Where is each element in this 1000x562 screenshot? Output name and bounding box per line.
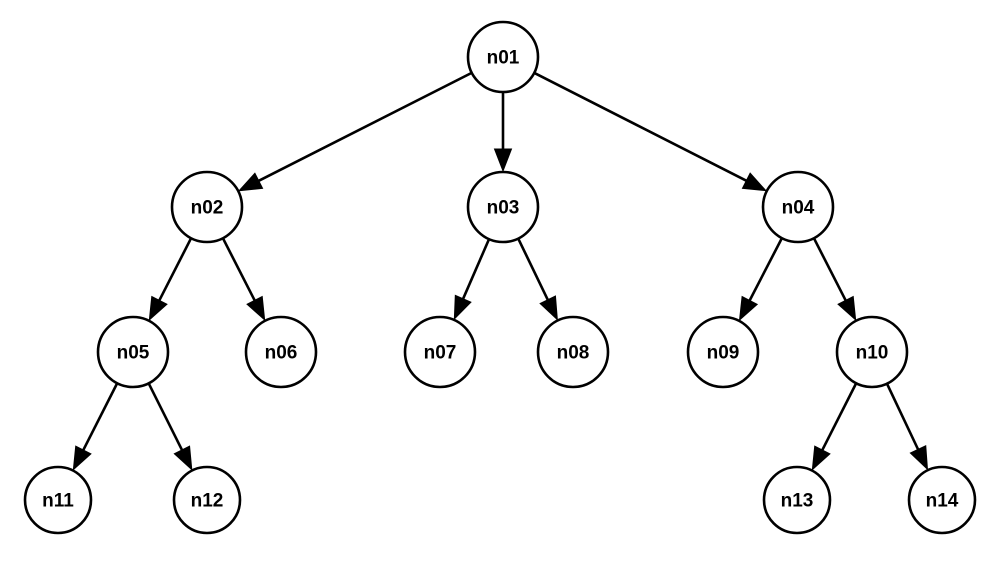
edge-line	[147, 383, 184, 451]
edge-line	[222, 238, 256, 301]
tree-edge-n03-n08	[517, 238, 558, 321]
arrowhead-icon	[811, 445, 831, 471]
tree-node-n14[interactable]: n14	[907, 465, 977, 535]
arrowhead-icon	[741, 172, 768, 192]
edge-line	[813, 238, 847, 301]
tree-edge-n01-n04	[534, 72, 768, 192]
node-circle[interactable]	[23, 465, 93, 535]
node-circle[interactable]	[244, 315, 318, 389]
tree-node-n13[interactable]: n13	[762, 465, 832, 535]
tree-node-n05[interactable]: n05	[96, 315, 170, 389]
node-label: n01	[487, 48, 520, 69]
tree-node-n12[interactable]: n12	[172, 465, 242, 535]
tree-node-n11[interactable]: n11	[23, 465, 93, 535]
edge-line	[517, 238, 549, 301]
tree-edge-n02-n06	[222, 238, 266, 322]
arrowhead-icon	[237, 172, 264, 192]
arrowhead-icon	[453, 294, 472, 321]
node-label: n14	[926, 491, 959, 512]
arrowhead-icon	[837, 295, 857, 322]
edge-line	[748, 238, 783, 302]
node-circle[interactable]	[686, 315, 760, 389]
arrowhead-icon	[493, 148, 513, 173]
node-circle[interactable]	[170, 170, 244, 244]
node-label: n08	[557, 343, 590, 364]
tree-edge-n01-n02	[237, 72, 472, 192]
edge-line	[461, 239, 490, 300]
node-label: n02	[191, 198, 224, 219]
node-circle[interactable]	[403, 315, 477, 389]
tree-edge-n10-n14	[886, 383, 929, 471]
node-circle[interactable]	[96, 315, 170, 389]
node-circle[interactable]	[835, 315, 909, 389]
node-label: n09	[707, 343, 740, 364]
tree-node-n07[interactable]: n07	[403, 315, 477, 389]
tree-node-n02[interactable]: n02	[170, 170, 244, 244]
node-circle[interactable]	[172, 465, 242, 535]
node-circle[interactable]	[466, 20, 540, 94]
node-label: n12	[191, 491, 224, 512]
edge-line	[82, 383, 118, 451]
node-label: n13	[781, 491, 814, 512]
edge-line	[158, 238, 192, 301]
edge-line	[821, 383, 857, 451]
node-label: n11	[42, 491, 74, 512]
nodes-layer: n01 n02 n03 n04 n05 n06 n07 n08 n09 n10 n11 n12 n13 n…	[23, 20, 977, 535]
tree-edge-n04-n10	[813, 238, 857, 322]
edge-line	[534, 72, 747, 182]
arrowhead-icon	[173, 445, 193, 471]
node-circle[interactable]	[536, 315, 610, 389]
tree-node-n10[interactable]: n10	[835, 315, 909, 389]
arrowhead-icon	[72, 445, 92, 471]
tree-edge-n02-n05	[148, 238, 192, 322]
arrowhead-icon	[539, 295, 558, 321]
node-label: n03	[487, 198, 520, 219]
node-circle[interactable]	[762, 465, 832, 535]
tree-node-n04[interactable]: n04	[761, 170, 835, 244]
node-label: n04	[782, 198, 815, 219]
tree-node-n09[interactable]: n09	[686, 315, 760, 389]
tree-edge-n01-n03	[493, 93, 513, 173]
tree-node-n08[interactable]: n08	[536, 315, 610, 389]
node-circle[interactable]	[761, 170, 835, 244]
arrowhead-icon	[909, 444, 929, 471]
node-label: n05	[117, 343, 150, 364]
edge-line	[258, 72, 472, 182]
node-label: n06	[265, 343, 298, 364]
tree-edge-n04-n09	[738, 238, 783, 322]
edges-layer	[72, 72, 929, 471]
tree-edge-n05-n12	[147, 383, 193, 471]
tree-edge-n05-n11	[72, 383, 118, 471]
node-label: n07	[424, 343, 457, 364]
tree-edge-n03-n07	[453, 239, 490, 321]
tree-node-n03[interactable]: n03	[466, 170, 540, 244]
node-label: n10	[856, 343, 889, 364]
node-circle[interactable]	[466, 170, 540, 244]
arrowhead-icon	[738, 295, 759, 322]
tree-node-n01[interactable]: n01	[466, 20, 540, 94]
tree-edge-n10-n13	[811, 383, 857, 471]
edge-line	[886, 383, 920, 450]
node-circle[interactable]	[907, 465, 977, 535]
arrowhead-icon	[246, 295, 266, 322]
arrowhead-icon	[148, 295, 168, 322]
tree-node-n06[interactable]: n06	[244, 315, 318, 389]
